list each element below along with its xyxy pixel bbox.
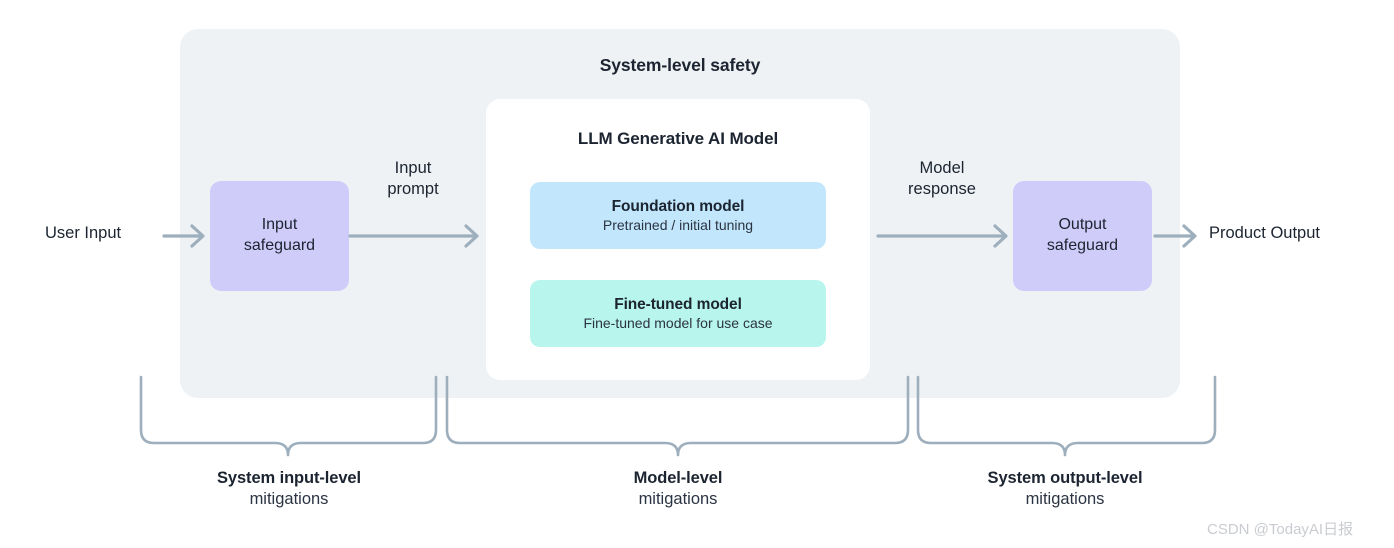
mitigation-subtitle-3: mitigations xyxy=(1025,490,1105,509)
input-prompt-line2: prompt xyxy=(387,179,439,198)
fine-tuned-model-name: Fine-tuned model xyxy=(614,295,742,313)
input-safeguard-label: Input safeguard xyxy=(244,215,315,257)
foundation-model-name: Foundation model xyxy=(611,197,745,215)
model-response-line2: response xyxy=(908,179,976,198)
mitigation-label-system-input-level: System input-level mitigations xyxy=(149,468,429,511)
mitigation-label-model-level: Model-level mitigations xyxy=(548,468,808,511)
fine-tuned-model-subtitle: Fine-tuned model for use case xyxy=(583,314,773,331)
mitigation-title-3: System output-level xyxy=(987,469,1143,487)
input-prompt-label: Input prompt xyxy=(353,158,473,199)
mitigation-title-2: Model-level xyxy=(633,469,723,487)
output-safeguard-box: Output safeguard xyxy=(1013,181,1152,291)
mitigation-label-system-output-level: System output-level mitigations xyxy=(925,468,1205,511)
mitigation-title-1: System input-level xyxy=(217,469,361,487)
output-safeguard-label-line1: Output xyxy=(1058,216,1107,234)
foundation-model-subtitle: Pretrained / initial tuning xyxy=(602,216,754,233)
input-prompt-line1: Input xyxy=(394,159,432,177)
user-input-label: User Input xyxy=(45,224,122,242)
model-response-label: Model response xyxy=(882,158,1002,199)
foundation-model-box: Foundation model Pretrained / initial tu… xyxy=(530,182,826,249)
llm-card-title: LLM Generative AI Model xyxy=(577,129,779,148)
input-safeguard-label-line1: Input xyxy=(261,216,298,234)
watermark: CSDN @TodayAI日报 xyxy=(1207,521,1354,538)
input-safeguard-box: Input safeguard xyxy=(210,181,349,291)
system-level-safety-title: System-level safety xyxy=(599,55,761,75)
product-output-label: Product Output xyxy=(1209,224,1320,242)
model-response-line1: Model xyxy=(919,159,965,177)
input-safeguard-label-line2: safeguard xyxy=(243,237,316,254)
fine-tuned-model-box: Fine-tuned model Fine-tuned model for us… xyxy=(530,280,826,347)
mitigation-subtitle-2: mitigations xyxy=(638,490,718,509)
output-safeguard-label-line2: safeguard xyxy=(1046,237,1119,254)
mitigation-subtitle-1: mitigations xyxy=(249,490,329,509)
output-safeguard-label: Output safeguard xyxy=(1047,215,1118,257)
